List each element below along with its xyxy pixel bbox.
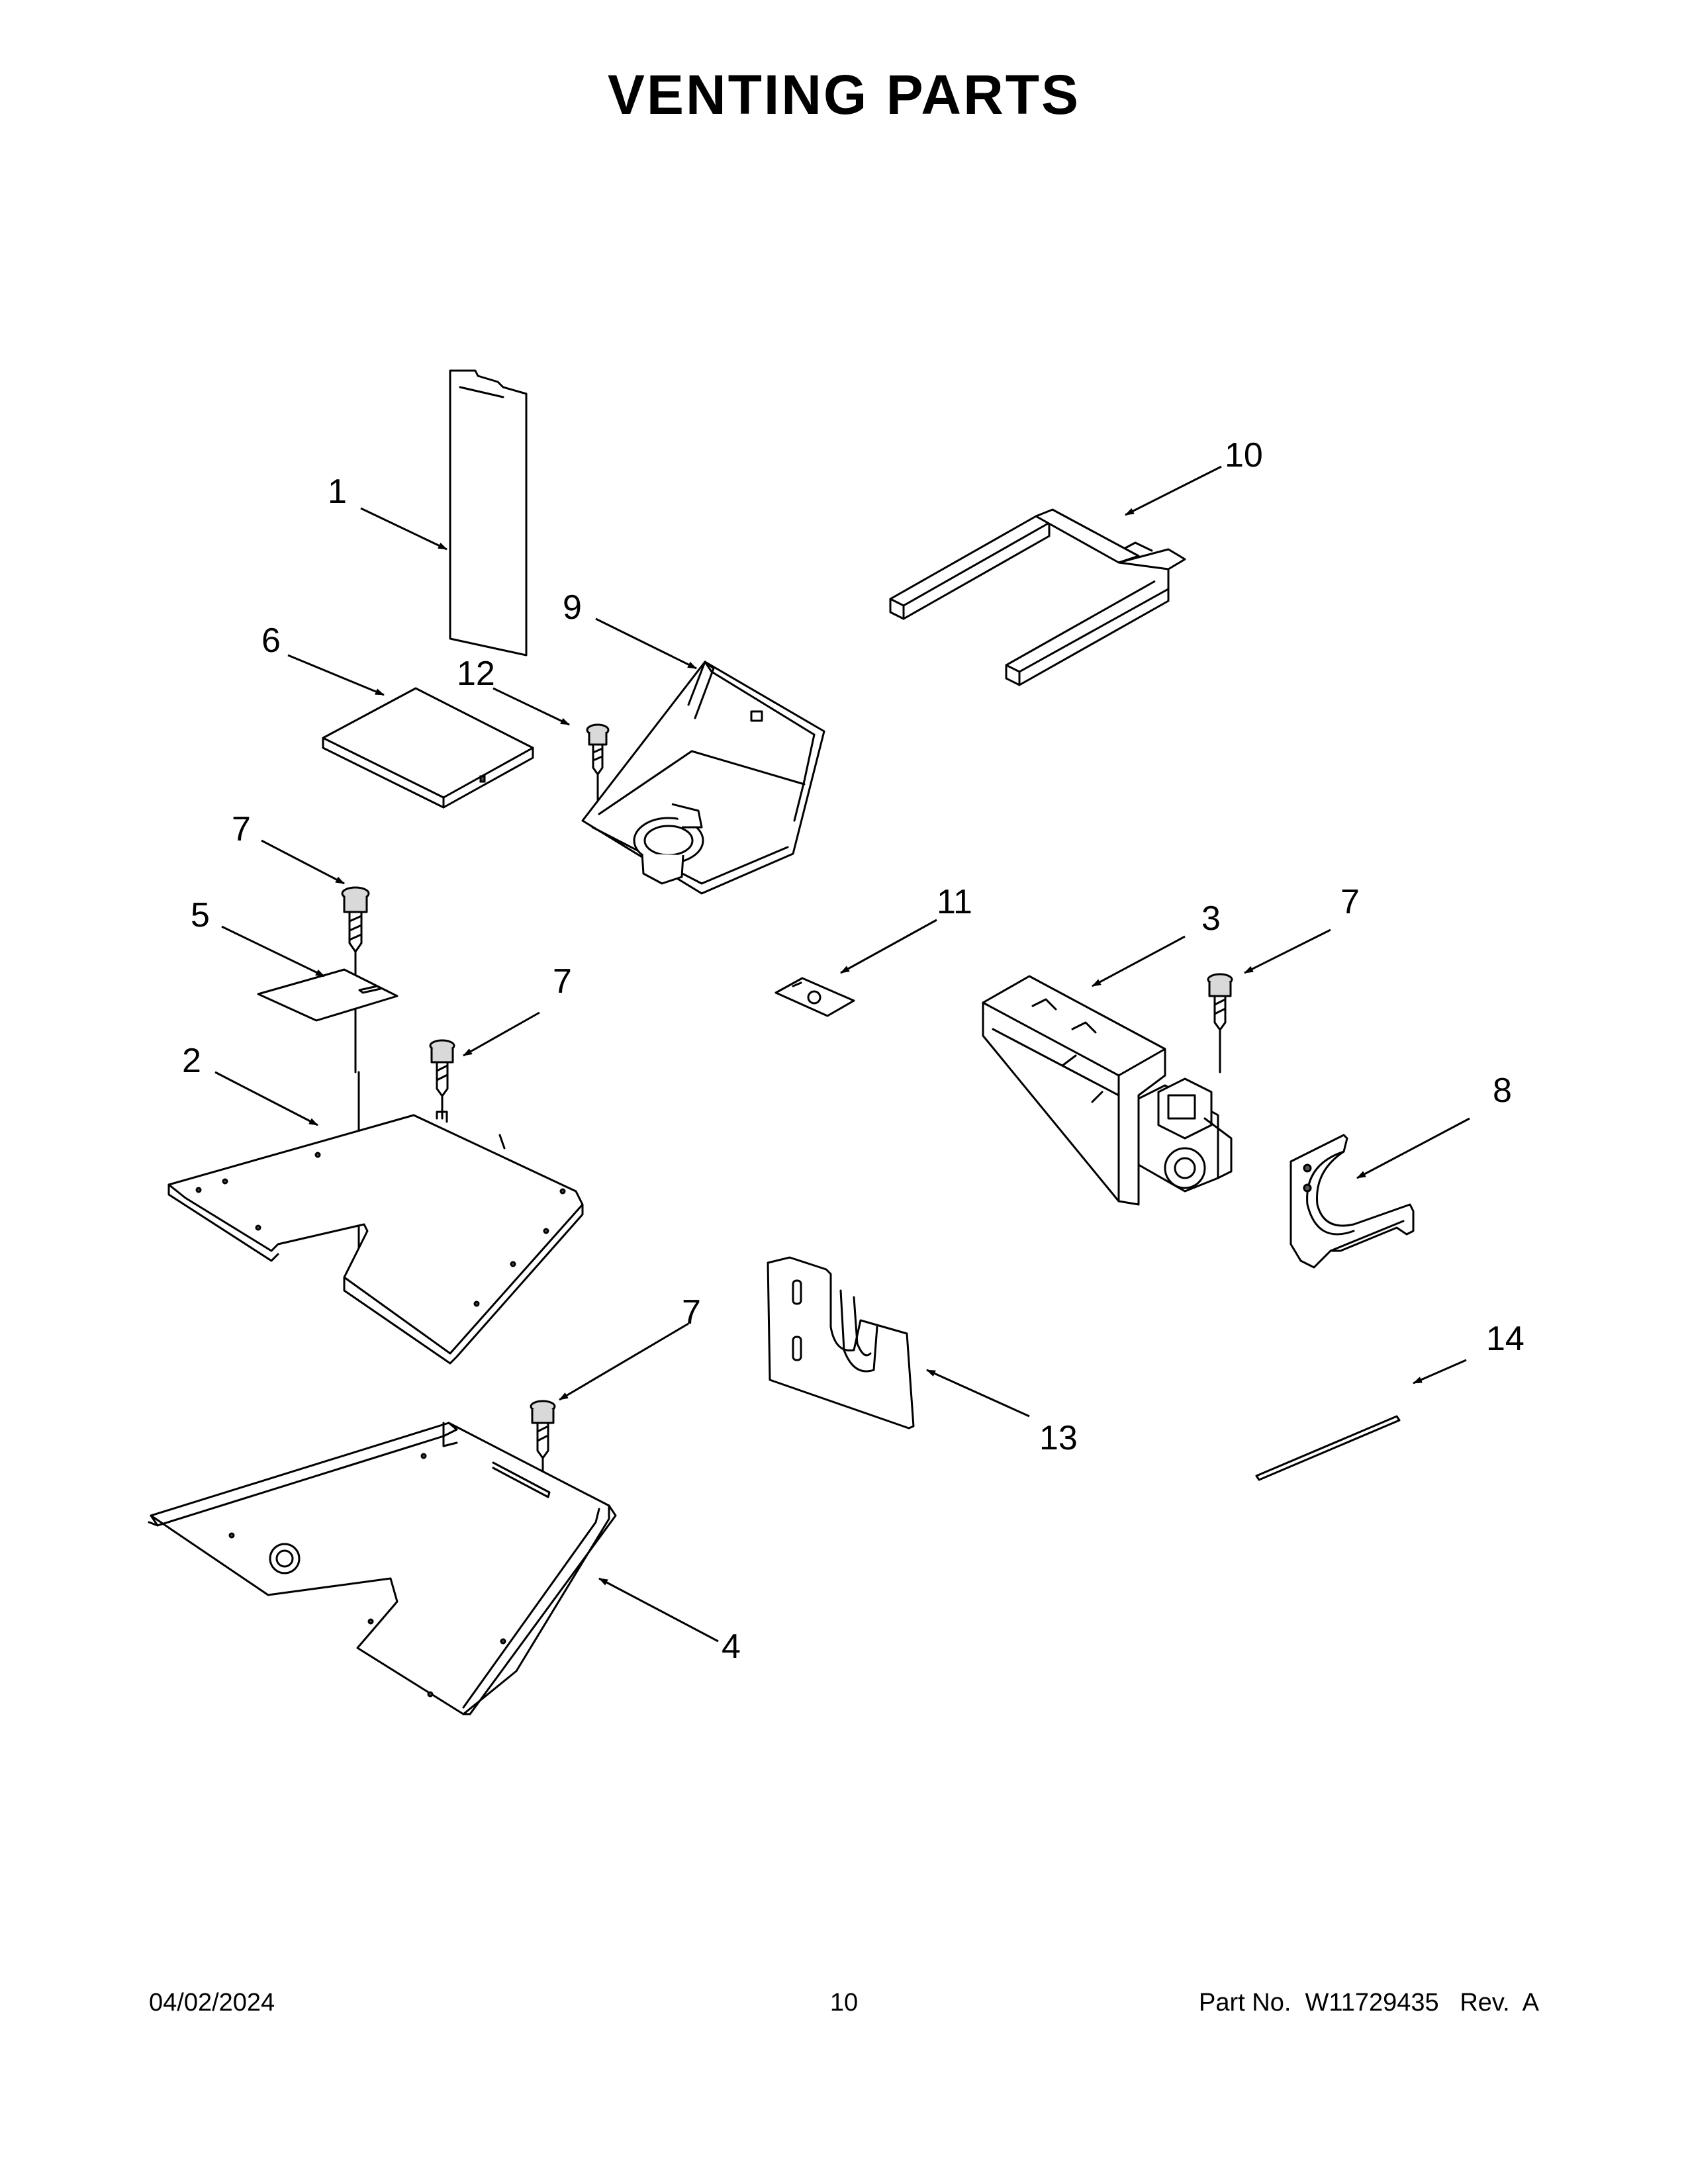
part-2-plate xyxy=(167,1111,584,1365)
callout-5: 5 xyxy=(191,896,210,934)
part-6-cover xyxy=(322,687,534,809)
part-11-gasket xyxy=(774,977,855,1017)
part-3-motor xyxy=(982,975,1233,1206)
callout-10: 10 xyxy=(1225,436,1263,475)
part-5-plate xyxy=(257,968,399,1022)
callout-13: 13 xyxy=(1039,1419,1078,1457)
callout-7c: 7 xyxy=(682,1293,701,1332)
callout-1: 1 xyxy=(328,473,347,511)
part-14-rod xyxy=(1255,1415,1401,1481)
part-1-panel xyxy=(449,369,528,657)
part-9-vent-box xyxy=(581,660,825,895)
callout-labels: 1 9 6 12 10 7 5 7 2 7 4 11 3 7 8 13 14 xyxy=(182,436,1524,1666)
part-13-shield xyxy=(767,1256,915,1430)
callout-7a: 7 xyxy=(232,810,251,848)
part-4-base-pan xyxy=(148,1422,617,1715)
callout-14: 14 xyxy=(1486,1320,1524,1358)
footer-date: 04/02/2024 xyxy=(149,1989,275,2017)
part-8-bracket xyxy=(1289,1134,1415,1269)
callout-2: 2 xyxy=(182,1042,201,1080)
callout-4: 4 xyxy=(722,1627,741,1666)
callout-6: 6 xyxy=(261,621,281,660)
leader-arrows xyxy=(214,465,1470,1643)
part-10-frame xyxy=(889,508,1186,686)
callout-7d: 7 xyxy=(1340,883,1360,921)
callout-8: 8 xyxy=(1493,1071,1512,1110)
callout-12: 12 xyxy=(457,655,495,693)
part-7-screw-b xyxy=(429,1039,455,1120)
part-7-screw-a xyxy=(341,886,370,1279)
part-7-screw-d xyxy=(1207,973,1233,1073)
callout-7b: 7 xyxy=(553,962,572,1001)
footer-page-number: 10 xyxy=(829,1989,859,2017)
page-title: VENTING PARTS xyxy=(607,64,1081,126)
footer-part-number: Part No. W11729435 Rev. A xyxy=(1199,1989,1539,2017)
callout-9: 9 xyxy=(563,588,582,627)
callout-3: 3 xyxy=(1201,899,1221,938)
callout-11: 11 xyxy=(937,883,972,921)
